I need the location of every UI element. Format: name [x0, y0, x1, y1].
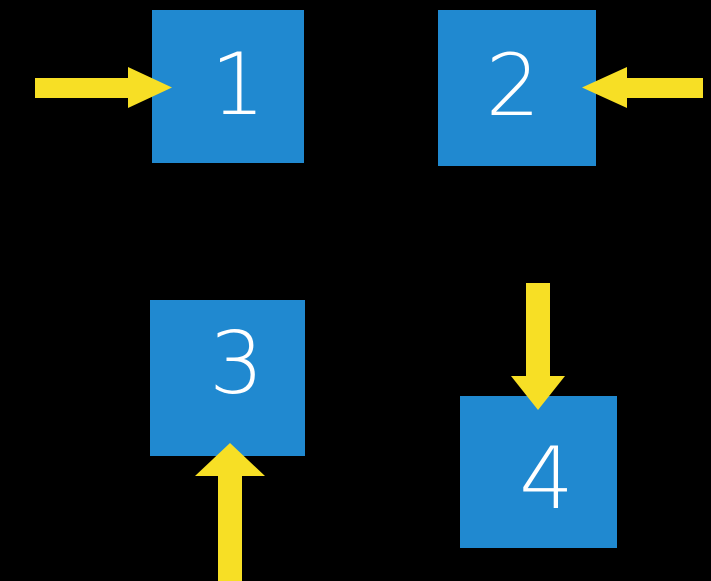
node-3[interactable]: 3 [150, 300, 305, 456]
node-2[interactable]: 2 [438, 10, 596, 166]
node-3-label: 3 [209, 314, 264, 414]
arrow-left-into-node-2-icon [582, 67, 704, 109]
node-1-label: 1 [210, 34, 266, 135]
node-4[interactable]: 4 [460, 396, 617, 548]
node-2-label: 2 [485, 36, 541, 136]
arrow-down-into-node-4-icon [510, 283, 566, 411]
node-1[interactable]: 1 [152, 10, 304, 163]
arrow-right-into-node-1-icon [35, 67, 175, 109]
arrow-up-into-node-3-icon [193, 443, 267, 581]
node-4-label: 4 [519, 429, 574, 529]
